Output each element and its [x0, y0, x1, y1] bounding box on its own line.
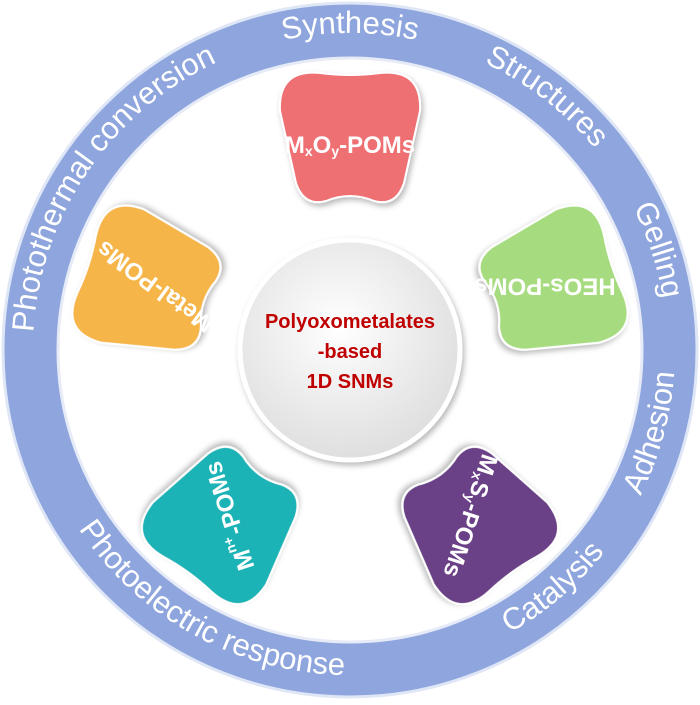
center-title-line-2: -based: [318, 341, 382, 363]
petal-shape: [140, 445, 299, 606]
center-disc: [237, 237, 463, 463]
petal-heos-poms: HEOs-POMs: [474, 204, 629, 351]
petal-metal-poms: Metal-POMs: [71, 204, 222, 351]
petal-shape: [478, 204, 629, 351]
petal-label: HEOs-POMs: [474, 273, 615, 300]
petal-shape: [278, 71, 422, 204]
center-title-line-1: Polyoxometalates: [265, 311, 435, 333]
petal-mn-poms: Mn+-POMs: [140, 445, 299, 606]
petal-mxsy-poms: MxSy-POMs: [401, 445, 560, 606]
center-title-line-3: 1D SNMs: [307, 371, 394, 393]
petal-mxoy-poms: MxOy-POMs: [278, 71, 422, 204]
petal-label: MxOy-POMs: [285, 132, 415, 160]
petal-shape: [401, 445, 560, 606]
petal-shape: [71, 204, 222, 351]
